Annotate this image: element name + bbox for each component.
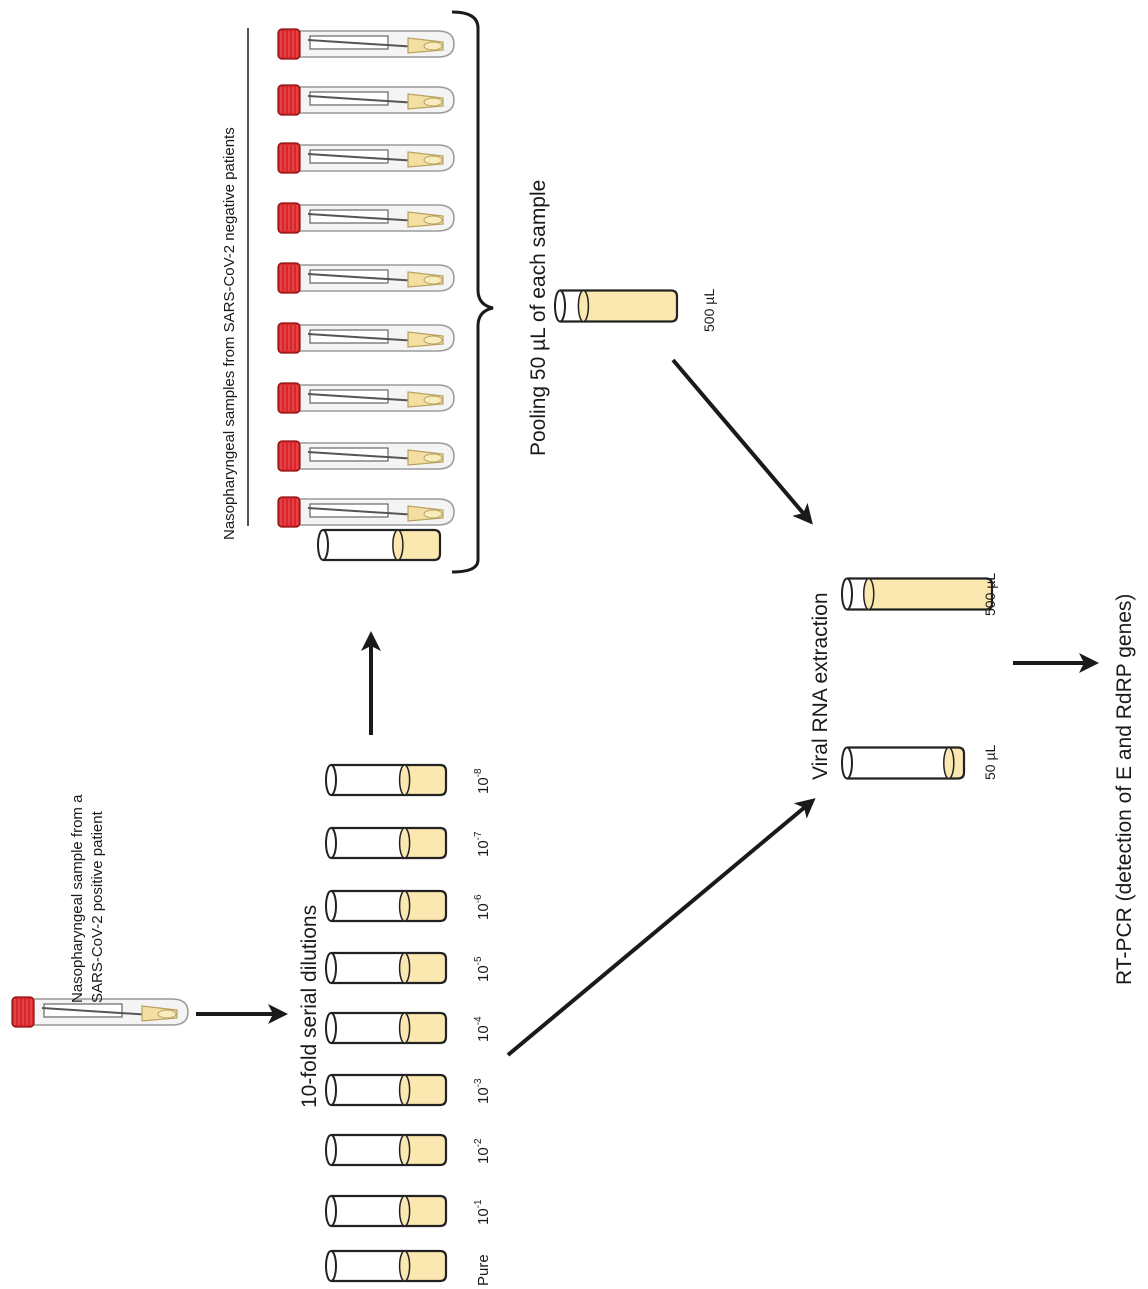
dilution-label: 10-2 [473,1138,492,1164]
negative-swab-tube-icon [277,496,455,528]
positive-swab-tube-icon [11,996,189,1028]
pooling-label: Pooling 50 µL of each sample [527,180,550,456]
dilution-tube-icon [325,1249,448,1283]
dilution-label: 10-6 [473,894,492,920]
pool-volume-label: 500 µL [701,289,717,332]
negative-swab-tube-icon [277,202,455,234]
diluted-positive-tube [317,528,442,562]
negative-swab-tube-icon [277,142,455,174]
pool-tube [554,289,679,323]
dilution-tube-icon [325,1194,448,1228]
negative-swab-tube-icon [277,28,455,60]
negative-swab-tube-icon [277,84,455,116]
serial-dilutions-label: 10-fold serial dilutions [298,905,321,1108]
dilution-label: 10-8 [473,768,492,794]
arrow-pool-to-extraction-icon [671,358,813,525]
dilution-label: 10-4 [473,1016,492,1042]
arrow-dilution-to-extraction-icon [506,798,816,1057]
dilution-label: 10-3 [473,1078,492,1104]
negative-swab-tube-icon [277,440,455,472]
dilution-label: 10-1 [473,1199,492,1225]
dilution-label: Pure [475,1254,492,1286]
dilution-label: 10-7 [473,831,492,857]
positive-sample-label: Nasopharyngeal sample from a SARS-CoV-2 … [69,790,106,1003]
positive-sample-swab-tube-icon [11,996,189,1028]
dilution-tube-icon [325,1073,448,1107]
negative-swab-tube-icon [277,262,455,294]
dilution-tube-icon [325,763,448,797]
pooled-sample-tube-icon [554,289,679,323]
dilution-tubes: Pure 10-1 10-2 10-3 10-4 10-5 10-6 10-7 10-8 [325,763,492,1286]
negative-swab-tube-icon [277,382,455,414]
viral-rna-extraction-label: Viral RNA extraction [809,592,832,780]
extraction-tube-large [841,577,994,611]
dilution-label: 10-5 [473,956,492,982]
extraction-volume-50-label: 50 µL [982,744,998,780]
dilution-tube-icon [325,1011,448,1045]
dilution-tube-icon [325,889,448,923]
extraction-tube-50-icon [841,746,966,780]
negative-swab-tube-icon [277,322,455,354]
dilution-tube-icon [325,826,448,860]
extraction-tube-500-icon [841,577,994,611]
diluted-positive-tube-icon [317,528,442,562]
dilution-tube-icon [325,1133,448,1167]
negative-sample-swab-tubes [277,28,455,528]
negative-samples-label: Nasopharyngeal samples from SARS-CoV-2 n… [221,127,238,540]
rt-pcr-label: RT-PCR (detection of E and RdRP genes) [1113,594,1136,985]
extraction-tube-small [841,746,966,780]
extraction-volume-500-label: 500 µL [982,573,998,616]
pool-brace-icon [451,10,494,574]
dilution-tube-icon [325,951,448,985]
